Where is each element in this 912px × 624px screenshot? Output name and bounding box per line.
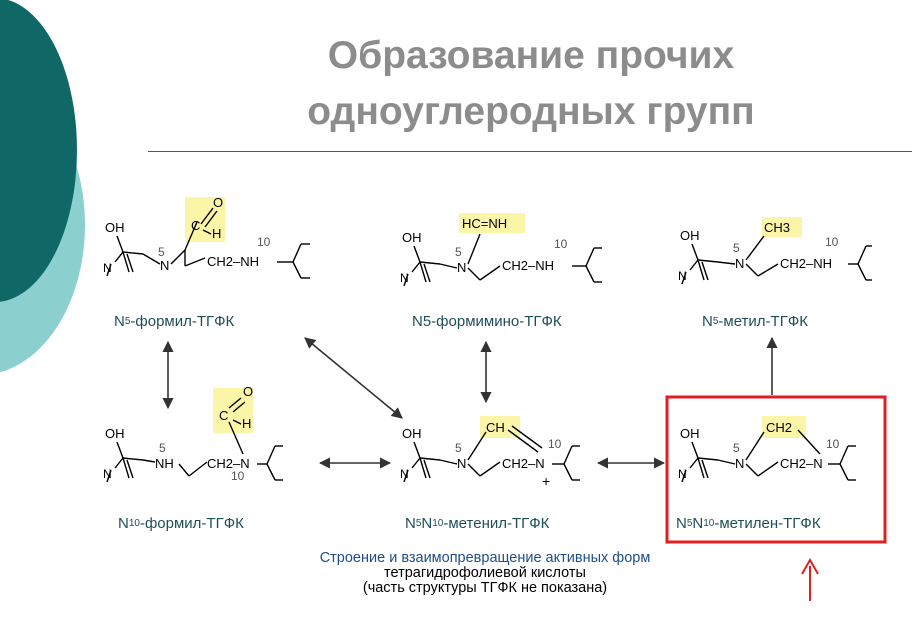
svg-text:O: O [243,384,253,399]
svg-text:N: N [457,260,466,275]
molecule-n5n10-methenyl: N 5 N CH CH2–N 10 + [400,416,580,489]
svg-text:CH2–NH: CH2–NH [207,254,259,269]
svg-text:10: 10 [231,469,245,483]
label-n5-methyl: N5-метил-ТГФК [702,313,808,330]
label-n5-formyl: N5-формил-ТГФК [114,313,235,330]
svg-text:H: H [212,226,221,241]
molecule-n5-methyl: N 5 N CH3 CH2–NH 10 [678,217,872,285]
svg-text:10: 10 [554,237,568,251]
svg-text:+: + [542,473,550,489]
svg-text:CH2–N: CH2–N [502,456,545,471]
svg-text:10: 10 [257,235,271,249]
red-pointer-head [801,557,819,575]
label-n5n10-methylene: N5N10-метилен-ТГФК [676,515,821,532]
title-line-1: Образование прочих [327,34,735,77]
svg-text:CH3: CH3 [764,220,790,235]
molecule-n5-formimino: N 5 N HC=NH CH2–NH 10 [400,213,602,287]
molecule-n10-formyl: N 5 NH CH2–N 10 C O H [103,384,283,483]
methenyl-highlight [480,416,520,438]
svg-text:5: 5 [158,245,165,259]
svg-text:N: N [735,256,744,271]
decorative-circles [0,0,85,373]
svg-text:N: N [103,261,112,275]
methyl-highlight [762,217,802,237]
label-n5n10-methenyl: N5N10-метенил-ТГФК [405,515,550,532]
svg-text:10: 10 [548,437,562,451]
svg-text:N: N [400,467,409,481]
caption-line-2: тетрагидрофолиевой кислоты [384,565,586,581]
caption-line-1: Строение и взаимопревращение активных фо… [319,550,651,566]
svg-text:CH2–N: CH2–N [780,456,823,471]
caption-line-3: (часть структуры ТГФК не показана) [362,580,608,596]
title-line-2: одноуглеродных групп [307,90,755,133]
svg-text:NH: NH [155,456,174,471]
svg-text:5: 5 [455,441,462,455]
svg-text:5: 5 [455,245,462,259]
svg-text:O: O [213,195,223,210]
svg-text:CH2: CH2 [766,420,792,435]
formimino-highlight [459,213,525,233]
svg-text:CH2–N: CH2–N [207,456,250,471]
svg-text:N: N [457,456,466,471]
svg-text:CH2–NH: CH2–NH [502,258,554,273]
red-highlight-box [665,395,887,544]
svg-text:N: N [735,456,744,471]
svg-text:N: N [400,271,409,285]
svg-text:H: H [242,416,251,431]
title-divider [148,151,912,152]
svg-text:N: N [103,467,112,481]
methylene-highlight [762,416,806,438]
label-n5-formimino: N5-формимино-ТГФК [412,313,562,330]
formyl10-highlight [213,388,253,433]
svg-text:C: C [191,218,200,233]
svg-text:5: 5 [733,441,740,455]
svg-text:5: 5 [159,441,166,455]
molecule-n5n10-methylene: N 5 N CH2 CH2–N 10 [678,416,856,483]
molecule-n5-formyl: N 5 N C O H CH2–NH 10 [103,195,310,279]
diagram-caption: Строение и взаимопревращение активных фо… [195,551,775,596]
svg-text:10: 10 [825,235,839,249]
svg-text:5: 5 [733,241,740,255]
svg-text:CH2–NH: CH2–NH [780,256,832,271]
svg-text:N: N [678,467,687,481]
svg-text:CH: CH [486,420,505,435]
dark-teal-ellipse [0,0,77,302]
label-n10-formyl: N10-формил-ТГФК [118,515,244,532]
arrow-formyl-to-methenyl [304,337,403,419]
svg-text:HC=NH: HC=NH [462,216,507,231]
svg-text:C: C [219,408,228,423]
page-title: Образование прочих одноуглеродных групп [150,28,912,140]
svg-text:N: N [160,258,169,273]
svg-text:N: N [678,269,687,283]
svg-text:10: 10 [826,437,840,451]
